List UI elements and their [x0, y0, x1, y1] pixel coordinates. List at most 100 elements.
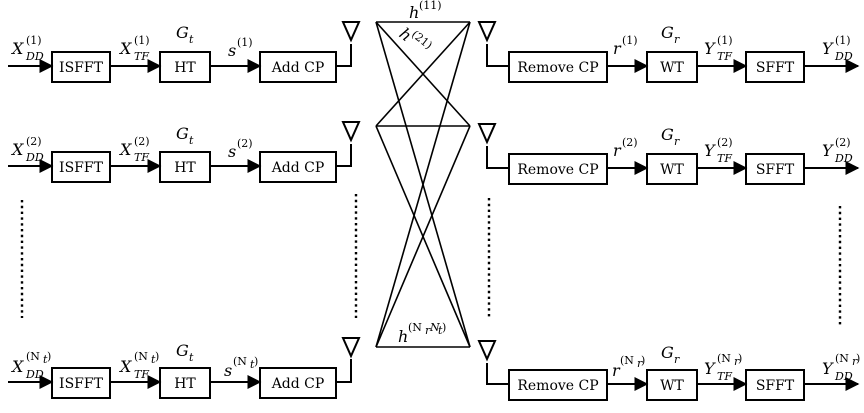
svg-text:G: G — [176, 23, 189, 42]
svg-text:(1): (1) — [26, 34, 42, 47]
ht-label: HT — [174, 160, 196, 176]
label-gr: G r — [661, 125, 680, 148]
svg-text:G: G — [661, 343, 674, 362]
svg-text:): ) — [856, 352, 860, 365]
label-s-2: s (2) — [228, 137, 253, 161]
svg-text:(2): (2) — [622, 136, 638, 149]
label-h-nrnt: h (N r N t ) — [398, 321, 446, 346]
svg-text:TF: TF — [134, 50, 149, 63]
svg-text:r: r — [612, 361, 621, 380]
svg-text:(N: (N — [233, 355, 247, 368]
svg-text:t: t — [189, 351, 194, 364]
label-x-dd-2: X (2) DD — [10, 135, 44, 164]
svg-text:X: X — [10, 357, 24, 376]
tx-row-nt — [8, 337, 361, 399]
isfft-label: ISFFT — [59, 160, 104, 176]
remove-cp-label: Remove CP — [517, 60, 598, 76]
svg-text:DD: DD — [834, 152, 853, 165]
svg-text:G: G — [661, 23, 674, 42]
svg-text:Y: Y — [704, 39, 716, 58]
svg-text:(1): (1) — [134, 34, 150, 47]
svg-text:DD: DD — [25, 50, 44, 63]
label-h-21: h (21) — [396, 24, 435, 52]
label-y-dd-nr: Y (N r ) DD — [822, 352, 860, 383]
svg-text:(2): (2) — [26, 135, 42, 148]
svg-text:(2): (2) — [835, 136, 851, 149]
label-r-1: r (1) — [613, 34, 638, 58]
rx-row-1 — [477, 21, 860, 83]
add-cp-label: Add CP — [271, 376, 325, 392]
svg-text:(N: (N — [26, 350, 40, 363]
tx-antenna-icon — [341, 121, 361, 143]
label-gr: G r — [661, 343, 680, 366]
ht-label: HT — [174, 60, 196, 76]
svg-text:(1): (1) — [622, 34, 638, 47]
svg-text:(N: (N — [408, 321, 422, 334]
svg-text:G: G — [176, 124, 189, 143]
rx-antenna-icon — [477, 21, 497, 43]
svg-text:t: t — [43, 353, 48, 366]
svg-text:Y: Y — [704, 359, 716, 378]
tx-antenna-icon — [341, 337, 361, 359]
label-x-tf-2: X (2) TF — [118, 135, 150, 164]
svg-text:t: t — [438, 324, 443, 337]
svg-text:s: s — [228, 142, 236, 161]
svg-text:r: r — [734, 355, 740, 368]
svg-text:): ) — [47, 350, 51, 363]
svg-text:Y: Y — [822, 39, 834, 58]
channel-paths — [375, 21, 471, 348]
remove-cp-label: Remove CP — [517, 162, 598, 178]
svg-text:(1): (1) — [717, 34, 733, 47]
svg-text:t: t — [151, 353, 156, 366]
svg-text:h: h — [398, 327, 408, 346]
label-y-tf-1: Y (1) TF — [704, 34, 733, 63]
svg-text:(N: (N — [620, 354, 634, 367]
label-x-dd-1: X (1) DD — [10, 34, 44, 63]
label-gt: G t — [176, 341, 194, 364]
svg-text:DD: DD — [834, 370, 853, 383]
svg-text:(2): (2) — [134, 135, 150, 148]
label-x-tf-nt: X (N t ) TF — [118, 350, 159, 381]
svg-text:X: X — [10, 140, 24, 159]
svg-text:TF: TF — [717, 152, 732, 165]
svg-text:r: r — [674, 135, 680, 148]
svg-text:r: r — [613, 141, 622, 160]
svg-text:t: t — [189, 134, 194, 147]
sfft-label: SFFT — [756, 60, 795, 76]
svg-text:): ) — [155, 350, 159, 363]
svg-text:): ) — [442, 321, 446, 334]
sfft-label: SFFT — [756, 378, 795, 394]
svg-text:): ) — [254, 355, 258, 368]
svg-text:TF: TF — [717, 370, 732, 383]
svg-text:(N: (N — [134, 350, 148, 363]
add-cp-label: Add CP — [271, 60, 325, 76]
svg-text:t: t — [189, 33, 194, 46]
add-cp-label: Add CP — [271, 160, 325, 176]
label-gt: G t — [176, 23, 194, 46]
tx-row-1 — [8, 21, 361, 83]
label-h-11: h (11) — [409, 0, 442, 22]
svg-text:DD: DD — [834, 50, 853, 63]
svg-text:): ) — [738, 352, 742, 365]
svg-text:r: r — [425, 324, 431, 337]
svg-text:(N: (N — [717, 352, 731, 365]
label-s-1: s (1) — [228, 36, 253, 60]
ht-label: HT — [174, 376, 196, 392]
svg-text:Y: Y — [704, 141, 716, 160]
svg-text:Y: Y — [822, 141, 834, 160]
svg-text:s: s — [224, 361, 232, 380]
svg-text:(2): (2) — [237, 137, 253, 150]
label-gr: G r — [661, 23, 680, 46]
svg-text:(1): (1) — [835, 34, 851, 47]
label-y-dd-1: Y (1) DD — [822, 34, 853, 63]
svg-text:X: X — [118, 39, 132, 58]
isfft-label: ISFFT — [59, 60, 104, 76]
svg-text:r: r — [637, 357, 643, 370]
svg-text:(1): (1) — [237, 36, 253, 49]
svg-text:h: h — [409, 3, 419, 22]
ellipsis-dots — [20, 194, 842, 326]
svg-text:N: N — [429, 321, 440, 334]
svg-text:(N: (N — [835, 352, 849, 365]
label-y-dd-2: Y (2) DD — [822, 136, 853, 165]
svg-text:TF: TF — [717, 50, 732, 63]
